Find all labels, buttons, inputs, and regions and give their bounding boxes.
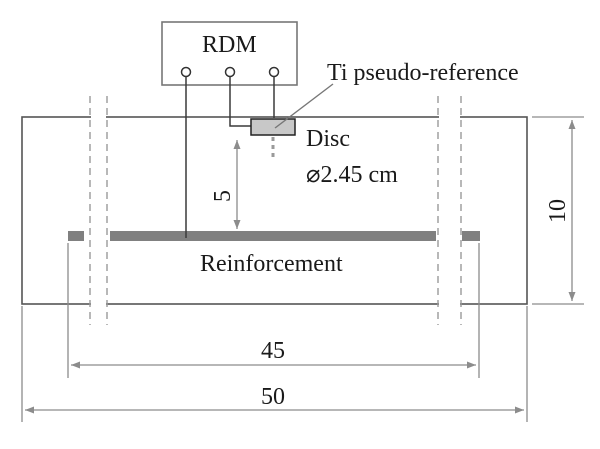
disc-label: Disc xyxy=(306,126,350,152)
depth-dim-label: 5 xyxy=(210,190,236,202)
reinforcement-bar xyxy=(68,231,480,241)
wires xyxy=(185,77,275,238)
section-lines xyxy=(89,96,462,325)
inner-length-dimension xyxy=(67,243,480,378)
outer-length-dimension xyxy=(21,306,528,422)
disc-diameter-label: ⌀2.45 cm xyxy=(306,162,398,188)
ti-ref-label: Ti pseudo-reference xyxy=(327,60,519,86)
height-dim-label: 10 xyxy=(545,199,571,223)
ti-leader xyxy=(274,83,334,129)
rdm-label: RDM xyxy=(202,32,257,58)
outer-length-label: 50 xyxy=(261,384,285,410)
disc-electrode xyxy=(250,118,296,136)
inner-length-label: 45 xyxy=(261,338,285,364)
height-dimension xyxy=(532,116,584,305)
reinforcement-label: Reinforcement xyxy=(200,251,343,277)
rdm-terminals xyxy=(180,66,280,78)
